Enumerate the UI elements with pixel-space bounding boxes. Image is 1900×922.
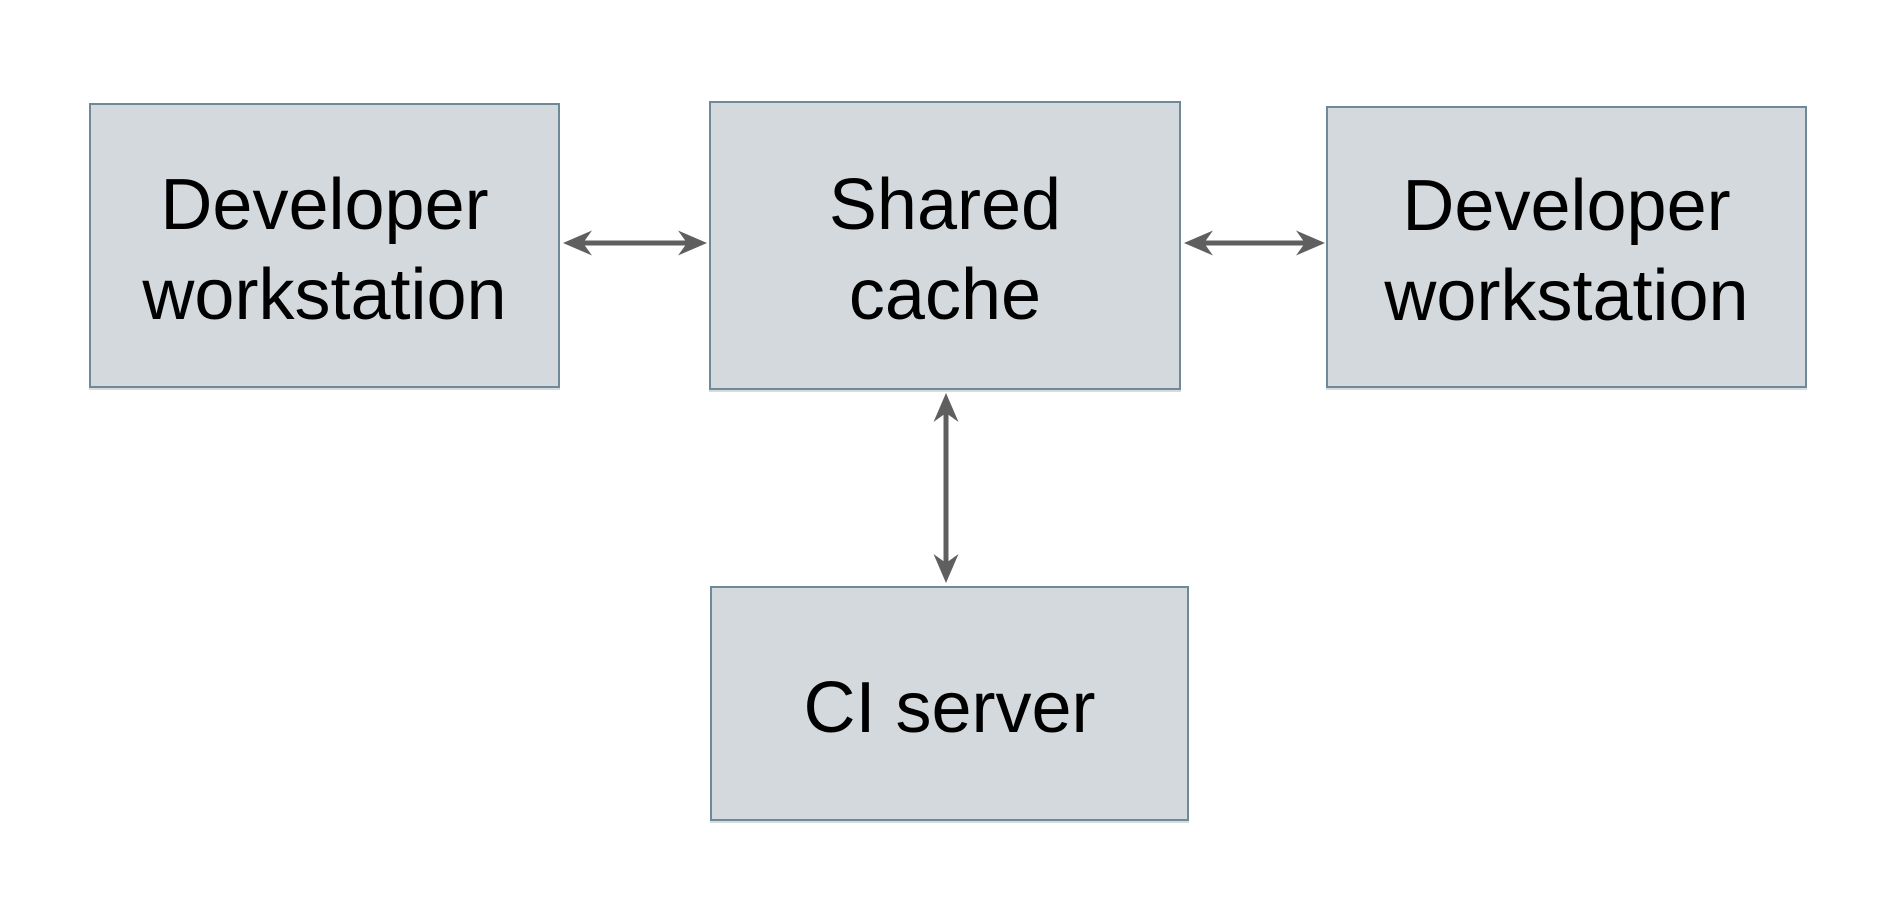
node-label-developer-workstation-left: Developer workstation bbox=[142, 164, 507, 335]
node-shared-cache: Shared cache bbox=[709, 101, 1181, 390]
arrowhead-top-icon bbox=[933, 393, 959, 422]
arrowhead-bottom-icon bbox=[933, 554, 959, 583]
arrowhead-left-icon bbox=[1184, 230, 1213, 256]
node-label-ci-server: CI server bbox=[803, 667, 1096, 748]
node-label-developer-workstation-right: Developer workstation bbox=[1384, 166, 1749, 336]
arrowhead-right-icon bbox=[1296, 230, 1325, 256]
bidirectional-arrow-cache-right-workstation bbox=[1184, 230, 1325, 256]
node-developer-workstation-right: Developer workstation bbox=[1326, 106, 1807, 388]
arrowhead-left-icon bbox=[563, 230, 592, 256]
node-ci-server: CI server bbox=[710, 586, 1189, 821]
arrowhead-right-icon bbox=[678, 230, 707, 256]
bidirectional-arrow-left-workstation-cache bbox=[563, 230, 707, 256]
node-developer-workstation-left: Developer workstation bbox=[89, 103, 560, 388]
node-label-shared-cache: Shared cache bbox=[828, 164, 1062, 335]
bidirectional-arrow-cache-ci-server bbox=[933, 393, 959, 583]
